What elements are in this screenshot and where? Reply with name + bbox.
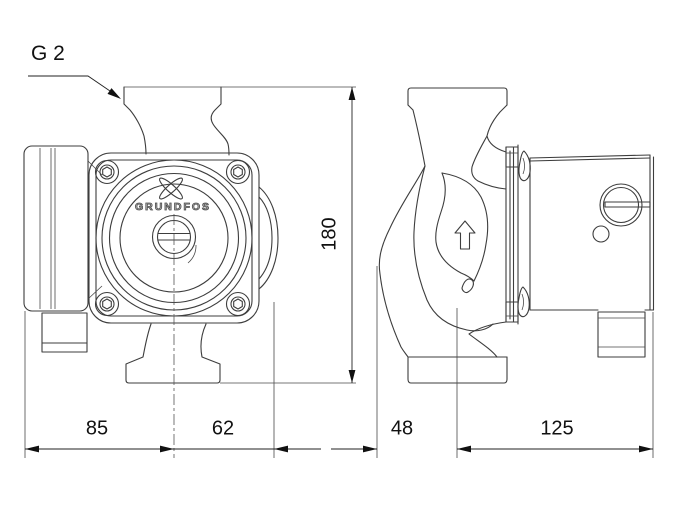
corner-screw-icons: [96, 161, 250, 316]
front-top-port-nut: [124, 87, 229, 155]
control-box: [530, 155, 654, 357]
dimension-label-85: 85: [85, 417, 109, 440]
screw-bottom-left: [96, 293, 119, 316]
housing-bulge: [259, 187, 278, 289]
volute-swirl-lines: [414, 166, 493, 331]
side-bottom-port-nut: [408, 357, 507, 383]
screw-top-right: [227, 161, 250, 184]
indicator-hole: [593, 226, 609, 242]
dimension-label-height: 180: [318, 217, 341, 251]
grundfos-logo-icon: [157, 176, 184, 202]
side-top-port-nut: [408, 88, 507, 105]
volute-outline: [379, 105, 425, 357]
brand-wordmark: GRUNDFOS: [134, 201, 212, 214]
front-bottom-port-nut: [126, 324, 220, 383]
cable-gland: [598, 312, 645, 357]
side-view: [379, 88, 653, 383]
screw-bottom-right: [227, 293, 250, 316]
screw-top-left: [96, 161, 119, 184]
dimension-label-48: 48: [390, 417, 414, 440]
dimension-label-62: 62: [211, 417, 235, 440]
motor-face: [96, 160, 252, 316]
dimension-chain-bottom: [25, 445, 653, 453]
leader-arrowhead-icon: [107, 88, 121, 99]
dimension-annotations: [25, 76, 653, 458]
dimension-180: [348, 87, 356, 383]
clamp-strip: [506, 145, 530, 324]
front-flange-plate: [88, 153, 259, 323]
terminal-box: [24, 146, 88, 352]
dimension-label-125: 125: [540, 417, 574, 440]
front-view: [24, 87, 278, 383]
flow-direction-up-arrow-icon: [455, 221, 475, 249]
speed-selector-dial: [600, 184, 650, 226]
connection-size-label: G 2: [31, 42, 65, 65]
connection-leader: [28, 76, 121, 99]
